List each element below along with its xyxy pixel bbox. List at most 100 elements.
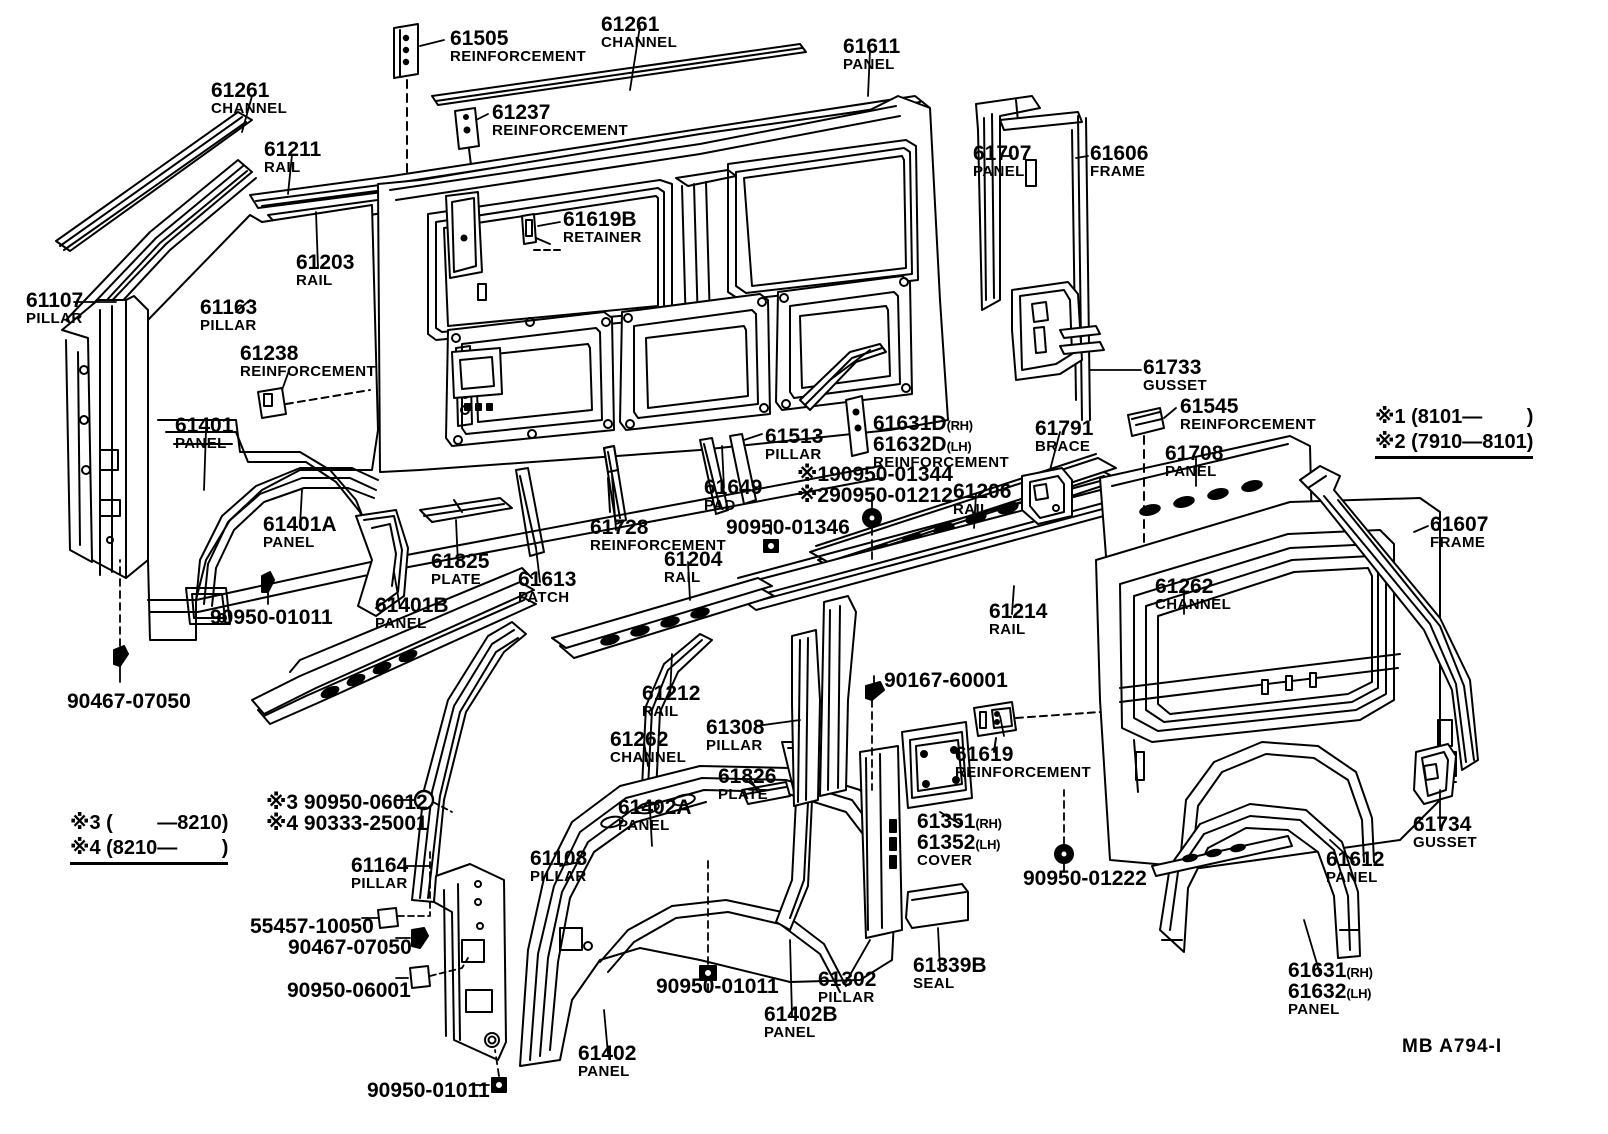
callout-number: 61728	[590, 516, 649, 539]
callout-name: GUSSET	[1143, 377, 1208, 394]
callout-name: PILLAR	[706, 737, 763, 754]
lh-suffix: (LH)	[975, 837, 1001, 852]
callout-name: COVER	[917, 852, 973, 869]
callout-number: 61649	[704, 476, 763, 499]
note-right-line2: ※2 (7910—8101)	[1375, 431, 1534, 453]
callout-number-lh: 61632(LH)	[1288, 981, 1373, 1002]
callout-number: 61402A	[618, 796, 692, 819]
callout-number: 61262	[1155, 575, 1214, 598]
lh-number: 61632D	[873, 433, 947, 456]
callout-name: RAIL	[664, 569, 701, 586]
callout-name: RAIL	[953, 501, 990, 518]
note-right-line1: ※1 (8101— )	[1375, 406, 1534, 428]
callout-name: RAIL	[642, 703, 679, 720]
callout-number: 61211	[264, 138, 322, 161]
callout-number: 61302	[818, 968, 877, 991]
callout-name: PANEL	[843, 56, 895, 73]
hardware-code-5: 90167-60001	[884, 669, 1008, 692]
callout-number: 61238	[240, 342, 299, 365]
callout-number: 61212	[642, 682, 701, 705]
callout-name: PANEL	[175, 435, 227, 452]
callout-name: PANEL	[1288, 1001, 1340, 1018]
hardware-code-0: ※190950-01344	[797, 463, 953, 486]
callout-name: REINFORCEMENT	[873, 454, 1010, 471]
callout-number-lh: 61352(LH)	[917, 832, 1002, 853]
callout-name: FRAME	[1090, 163, 1146, 180]
callout-number: 61107	[26, 289, 84, 312]
callout-number-lh: 61632D(LH)	[873, 434, 1009, 455]
rh-number: 61631	[1288, 959, 1347, 982]
callout-name: RAIL	[296, 272, 333, 289]
callout-name: PLATE	[718, 786, 769, 803]
callout-number: 61401A	[263, 513, 337, 536]
callout-number: 61826	[718, 765, 777, 788]
callout-name: PANEL	[973, 163, 1025, 180]
note-left-underline	[70, 862, 229, 865]
callout-number: 61308	[706, 716, 765, 739]
callout-61351-61352: 61351(RH)61352(LH)COVER	[917, 811, 1002, 868]
callout-name: SEAL	[913, 975, 955, 992]
rh-suffix: (RH)	[1346, 965, 1373, 980]
callout-number: 61163	[200, 296, 258, 319]
callout-number: 61237	[492, 101, 551, 124]
hardware-code-6: ※3 90950-06012	[266, 791, 428, 814]
callout-name: RAIL	[264, 159, 301, 176]
callout-number: 61203	[296, 251, 355, 274]
hardware-code-3: 90950-01011	[210, 606, 333, 629]
callout-name: REINFORCEMENT	[240, 363, 377, 380]
callout-number: 61825	[431, 550, 490, 573]
callout-name: PILLAR	[530, 868, 587, 885]
callout-number-rh: 61351(RH)	[917, 811, 1002, 832]
callout-name: PILLAR	[351, 875, 408, 892]
callout-number: 61164	[351, 854, 409, 877]
callout-number: 61206	[953, 480, 1012, 503]
hardware-code-7: ※4 90333-25001	[266, 812, 428, 835]
callout-number: 61214	[989, 600, 1048, 623]
callout-number: 61513	[765, 425, 824, 448]
callout-number: 61545	[1180, 395, 1239, 418]
lh-suffix: (LH)	[1346, 986, 1372, 1001]
callout-name: GUSSET	[1413, 834, 1478, 851]
callout-number: 61204	[664, 548, 723, 571]
callout-number: 61339B	[913, 954, 987, 977]
callout-number: 61261	[211, 79, 270, 102]
lh-number: 61632	[1288, 980, 1347, 1003]
callout-name: PILLAR	[200, 317, 257, 334]
callout-61631D-61632D: 61631D(RH)61632D(LH)REINFORCEMENT	[873, 413, 1009, 470]
callout-name: REINFORCEMENT	[450, 48, 587, 65]
callout-number: 61611	[843, 35, 901, 58]
callout-number-rh: 61631(RH)	[1288, 960, 1373, 981]
callout-name: CHANNEL	[601, 34, 678, 51]
note-block-left: ※3 ( —8210) ※4 (8210— )	[70, 810, 229, 865]
callout-name: PANEL	[263, 534, 315, 551]
